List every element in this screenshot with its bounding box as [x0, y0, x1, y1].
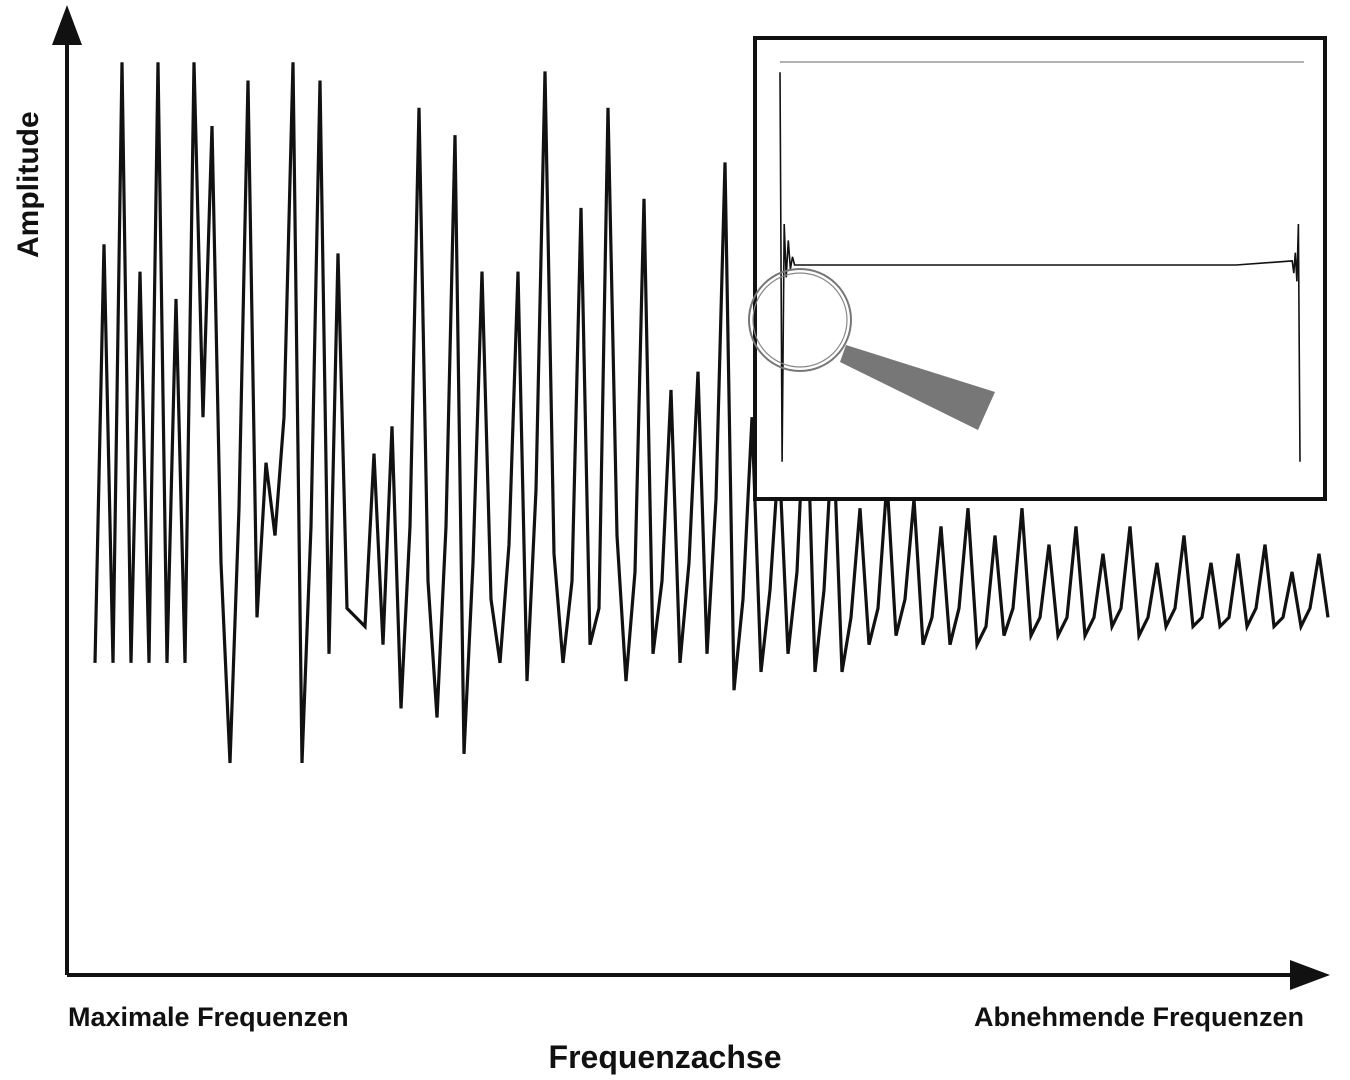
- x-axis-start-label: Maximale Frequenzen: [68, 1002, 349, 1032]
- inset-frame: [753, 36, 1327, 501]
- y-axis-label: Amplitude: [12, 111, 45, 258]
- magnifier-lens-inner: [752, 272, 848, 368]
- x-axis-end-label: Abnehmende Frequenzen: [974, 1002, 1304, 1032]
- magnifier-lens: [748, 268, 852, 372]
- x-axis-label: Frequenzachse: [549, 1039, 782, 1075]
- y-axis-arrowhead: [52, 5, 82, 45]
- magnifier-handle: [840, 345, 995, 430]
- x-axis-arrowhead: [1290, 960, 1330, 990]
- inset-series-line: [779, 72, 1301, 462]
- series-line: [93, 62, 1330, 764]
